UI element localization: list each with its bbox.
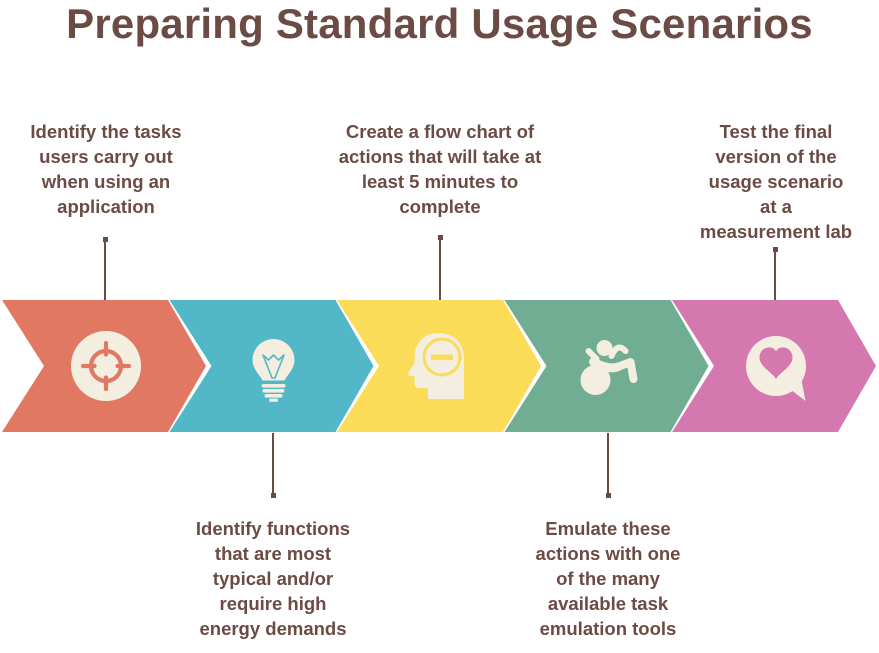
page-title: Preparing Standard Usage Scenarios [66,0,813,47]
chevron-step-5 [672,300,876,432]
process-arrow-band [2,300,876,432]
connector-step-4 [605,433,611,498]
target-icon [71,331,141,401]
step-4-label: Emulate these actions with one of the ma… [535,518,681,639]
person-exercise-ball-icon [580,340,638,395]
chevron-step-3 [337,300,541,432]
step-1-label: Identify the tasks users carry out when … [30,121,182,217]
chevron-step-1 [2,300,206,432]
connector-step-3 [437,235,443,301]
head-minus-icon [408,332,464,399]
connector-dot [437,235,443,240]
connector-step-1 [102,237,108,301]
chevron-step-4 [504,300,709,432]
step-2-label: Identify functions that are most typical… [195,518,351,639]
heart-speech-bubble-icon [746,336,806,401]
connector-step-5 [772,247,778,301]
step-5-label: Test the final version of the usage scen… [699,121,853,242]
step-3-label: Create a flow chart of actions that will… [338,121,542,217]
chevron-step-2 [169,300,374,432]
connector-dot [270,493,276,498]
connector-dot [772,247,778,252]
connector-step-2 [270,433,276,498]
lightbulb-icon [252,339,295,402]
connector-dot [102,237,108,242]
connector-dot [605,493,611,498]
